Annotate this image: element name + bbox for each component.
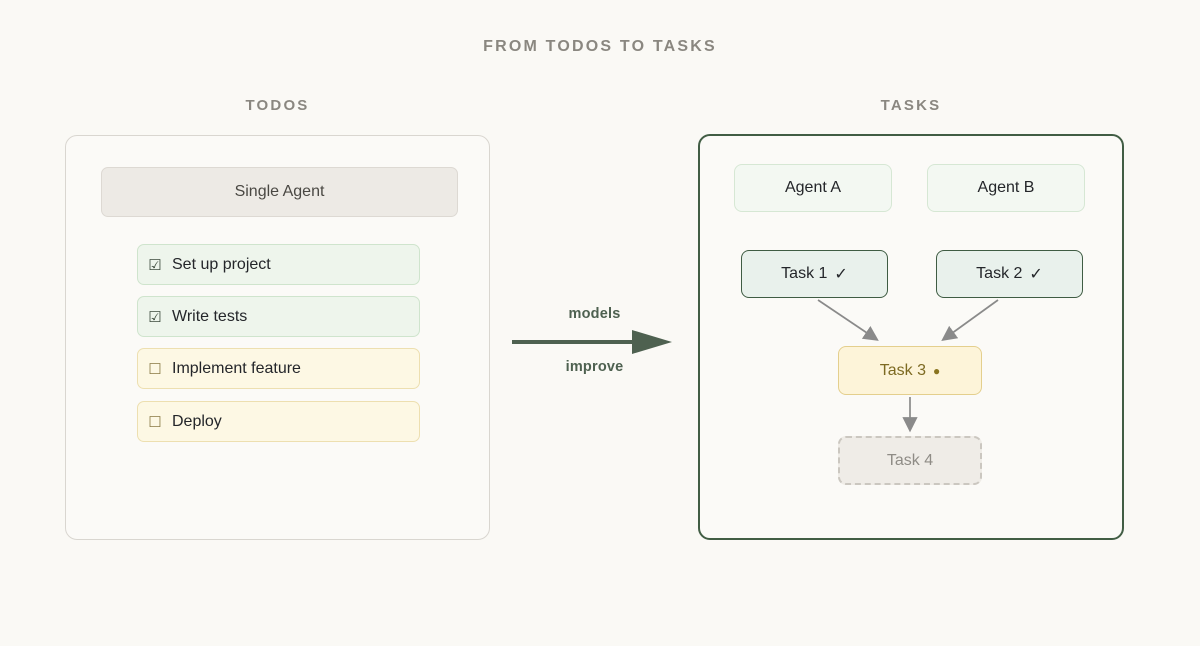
checkbox-empty-icon[interactable]: ☐ — [148, 413, 162, 431]
task-graph-edges — [817, 299, 999, 433]
page-title: FROM TODOS TO TASKS — [483, 38, 717, 55]
edge-task1-task3 — [817, 299, 879, 341]
checkbox-checked-icon[interactable]: ☑ — [148, 308, 162, 326]
task-graph: Agent A Agent B Task 1 ✓ Task 2 ✓ Task 3… — [698, 134, 1124, 540]
todo-item-label: Write tests — [172, 307, 248, 325]
node-task-2[interactable]: Task 2 ✓ — [936, 250, 1083, 298]
node-task-3[interactable]: Task 3 ● — [838, 346, 982, 395]
checkbox-empty-icon[interactable]: ☐ — [148, 360, 162, 378]
node-label: Task 2 — [976, 265, 1023, 282]
todo-item-write-tests[interactable]: ☑ Write tests — [137, 296, 420, 337]
node-agent-a[interactable]: Agent A — [734, 164, 892, 212]
todo-item-label: Deploy — [172, 412, 222, 430]
node-label: Task 4 — [886, 451, 934, 469]
node-label: Agent A — [784, 179, 842, 196]
checkbox-checked-icon[interactable]: ☑ — [148, 256, 162, 274]
todos-panel: Single Agent ☑ Set up project ☑ Write te… — [65, 135, 490, 540]
tasks-column-heading: TASKS — [880, 97, 942, 114]
todo-item-set-up-project[interactable]: ☑ Set up project — [137, 244, 420, 285]
node-label: Agent B — [977, 179, 1035, 196]
edge-task2-task3 — [941, 299, 999, 341]
single-agent-label: Single Agent — [234, 183, 325, 200]
node-task-1[interactable]: Task 1 ✓ — [741, 250, 888, 298]
transition-arrow-group: models improve — [512, 295, 677, 390]
check-icon: ✓ — [834, 266, 848, 283]
node-task-4[interactable]: Task 4 — [838, 436, 982, 485]
in-progress-dot-icon: ● — [933, 363, 941, 378]
transition-label-top: models — [568, 306, 621, 322]
todos-column-heading: TODOS — [245, 97, 310, 114]
arrow-right-icon — [512, 330, 672, 354]
node-label: Task 3 — [879, 361, 926, 379]
node-agent-b[interactable]: Agent B — [927, 164, 1085, 212]
todo-item-implement-feature[interactable]: ☐ Implement feature — [137, 348, 420, 389]
todo-item-label: Implement feature — [172, 359, 301, 377]
todo-item-deploy[interactable]: ☐ Deploy — [137, 401, 420, 442]
transition-label-bottom: improve — [565, 359, 624, 375]
todo-item-label: Set up project — [172, 255, 271, 273]
node-label: Task 1 — [781, 265, 828, 282]
single-agent-chip[interactable]: Single Agent — [101, 167, 458, 217]
check-icon: ✓ — [1029, 266, 1043, 283]
